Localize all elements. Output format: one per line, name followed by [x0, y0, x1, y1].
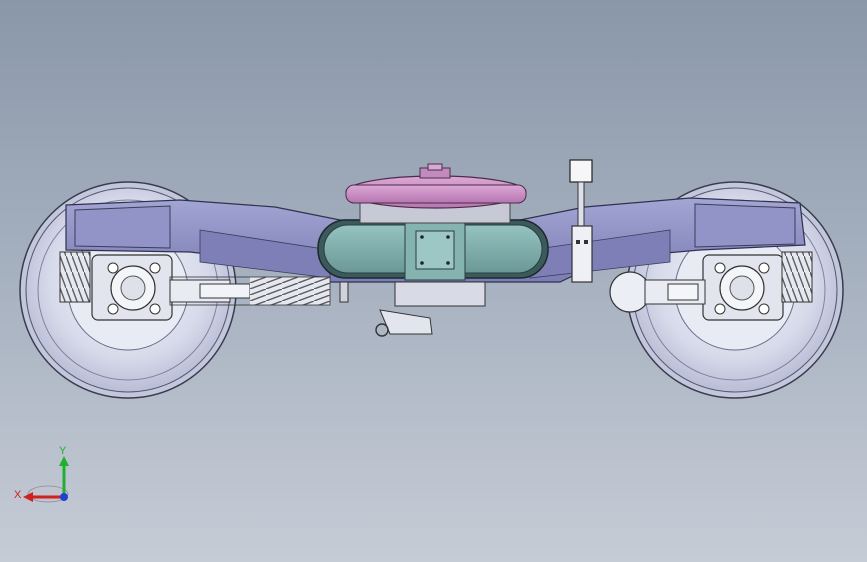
z-axis-dot: [60, 493, 68, 501]
right-primary-spring[interactable]: [781, 251, 813, 303]
x-axis-label: X: [14, 489, 22, 501]
vertical-damper[interactable]: [569, 159, 593, 283]
center-bolster[interactable]: [317, 217, 549, 281]
center-pivot-disc[interactable]: [345, 163, 527, 224]
y-axis-label: Y: [59, 445, 67, 457]
left-primary-spring[interactable]: [59, 251, 91, 303]
lower-bracket[interactable]: [339, 281, 486, 337]
traction-rod-right[interactable]: [609, 271, 706, 313]
left-axle-box[interactable]: [91, 254, 173, 321]
traction-rod-left[interactable]: [169, 276, 331, 306]
axis-triad: Y X: [14, 445, 69, 503]
right-axle-box[interactable]: [702, 254, 784, 321]
